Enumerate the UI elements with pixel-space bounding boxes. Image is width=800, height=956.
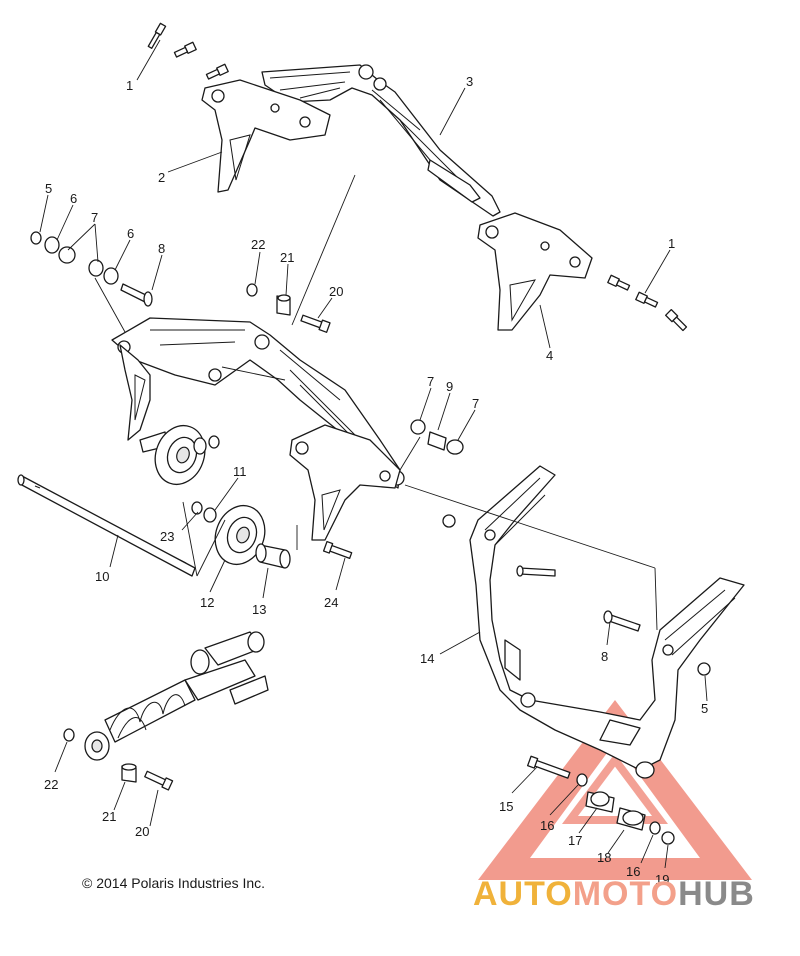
callout-7-right-b: 7 — [472, 396, 479, 411]
callout-6-left: 6 — [70, 191, 77, 206]
watermark-text: AUTOMOTOHUB — [473, 875, 755, 913]
hardware-lower-right — [527, 755, 675, 845]
axle-10 — [17, 474, 196, 577]
callout-20-lower: 20 — [135, 824, 149, 839]
callout-7-right-a: 7 — [427, 374, 434, 389]
callout-24: 24 — [324, 595, 338, 610]
idler-wheel-upper — [139, 424, 220, 486]
bracket-upper-right — [477, 212, 593, 331]
copyright-text: © 2014 Polaris Industries Inc. — [82, 875, 265, 891]
watermark-triangle — [478, 700, 752, 880]
callout-14: 14 — [420, 651, 434, 666]
callout-9: 9 — [446, 379, 453, 394]
callout-5-left: 5 — [45, 181, 52, 196]
bolt-24 — [322, 540, 353, 559]
rear-arm-14 — [469, 465, 745, 779]
hardware-right-stack — [410, 419, 464, 455]
bracket-middle-left — [119, 344, 151, 441]
pin-8-lower — [603, 610, 641, 632]
watermark-moto: MOTO — [573, 875, 678, 913]
nut-5-right — [697, 662, 711, 676]
callout-2: 2 — [158, 170, 165, 185]
callout-numbers: 1 2 3 1 4 5 6 7 6 8 22 21 20 7 9 7 11 23… — [44, 74, 708, 887]
reference-lines — [94, 174, 658, 631]
shock-absorber — [84, 631, 269, 761]
bolt-set-top-left — [147, 22, 229, 80]
bolt-set-right — [607, 274, 688, 332]
spacer-13 — [255, 543, 291, 569]
washer-11 — [203, 507, 217, 523]
callout-4: 4 — [546, 348, 553, 363]
pin-8-upper — [516, 565, 556, 577]
callout-10: 10 — [95, 569, 109, 584]
callout-7-left: 7 — [91, 210, 98, 225]
callout-20-top: 20 — [329, 284, 343, 299]
nut-22-lower — [63, 728, 75, 742]
hardware-left-stack — [30, 231, 153, 307]
callout-16-a: 16 — [540, 818, 554, 833]
hardware-middle — [246, 283, 331, 333]
watermark-logo — [478, 700, 752, 880]
callout-23: 23 — [160, 529, 174, 544]
callout-15: 15 — [499, 799, 513, 814]
nut-upper — [442, 514, 456, 528]
callout-3: 3 — [466, 74, 473, 89]
spacer-21-lower — [121, 763, 137, 783]
callout-16-b: 16 — [626, 864, 640, 879]
callout-19: 19 — [655, 872, 669, 887]
bolt-20-lower — [144, 770, 174, 791]
callout-1-top: 1 — [126, 78, 133, 93]
rail-frame-upper — [261, 64, 501, 217]
callout-8-left: 8 — [158, 241, 165, 256]
callout-12: 12 — [200, 595, 214, 610]
watermark-hub: HUB — [678, 875, 755, 913]
callout-11: 11 — [233, 464, 247, 479]
washer-23 — [191, 501, 203, 515]
watermark-auto: AUTO — [473, 875, 573, 913]
callout-21-top: 21 — [280, 250, 294, 265]
callout-5-right: 5 — [701, 701, 708, 716]
callout-1-right: 1 — [668, 236, 675, 251]
callout-21-lower: 21 — [102, 809, 116, 824]
callout-22-lower: 22 — [44, 777, 58, 792]
callout-18: 18 — [597, 850, 611, 865]
callout-22-top: 22 — [251, 237, 265, 252]
callout-6-mid: 6 — [127, 226, 134, 241]
leader-lines — [39, 39, 708, 869]
callout-13: 13 — [252, 602, 266, 617]
bracket-upper-left — [201, 79, 331, 193]
idler-wheel-lower — [214, 504, 266, 566]
bracket-middle-right — [289, 424, 401, 541]
callout-17: 17 — [568, 833, 582, 848]
callout-8-right: 8 — [601, 649, 608, 664]
